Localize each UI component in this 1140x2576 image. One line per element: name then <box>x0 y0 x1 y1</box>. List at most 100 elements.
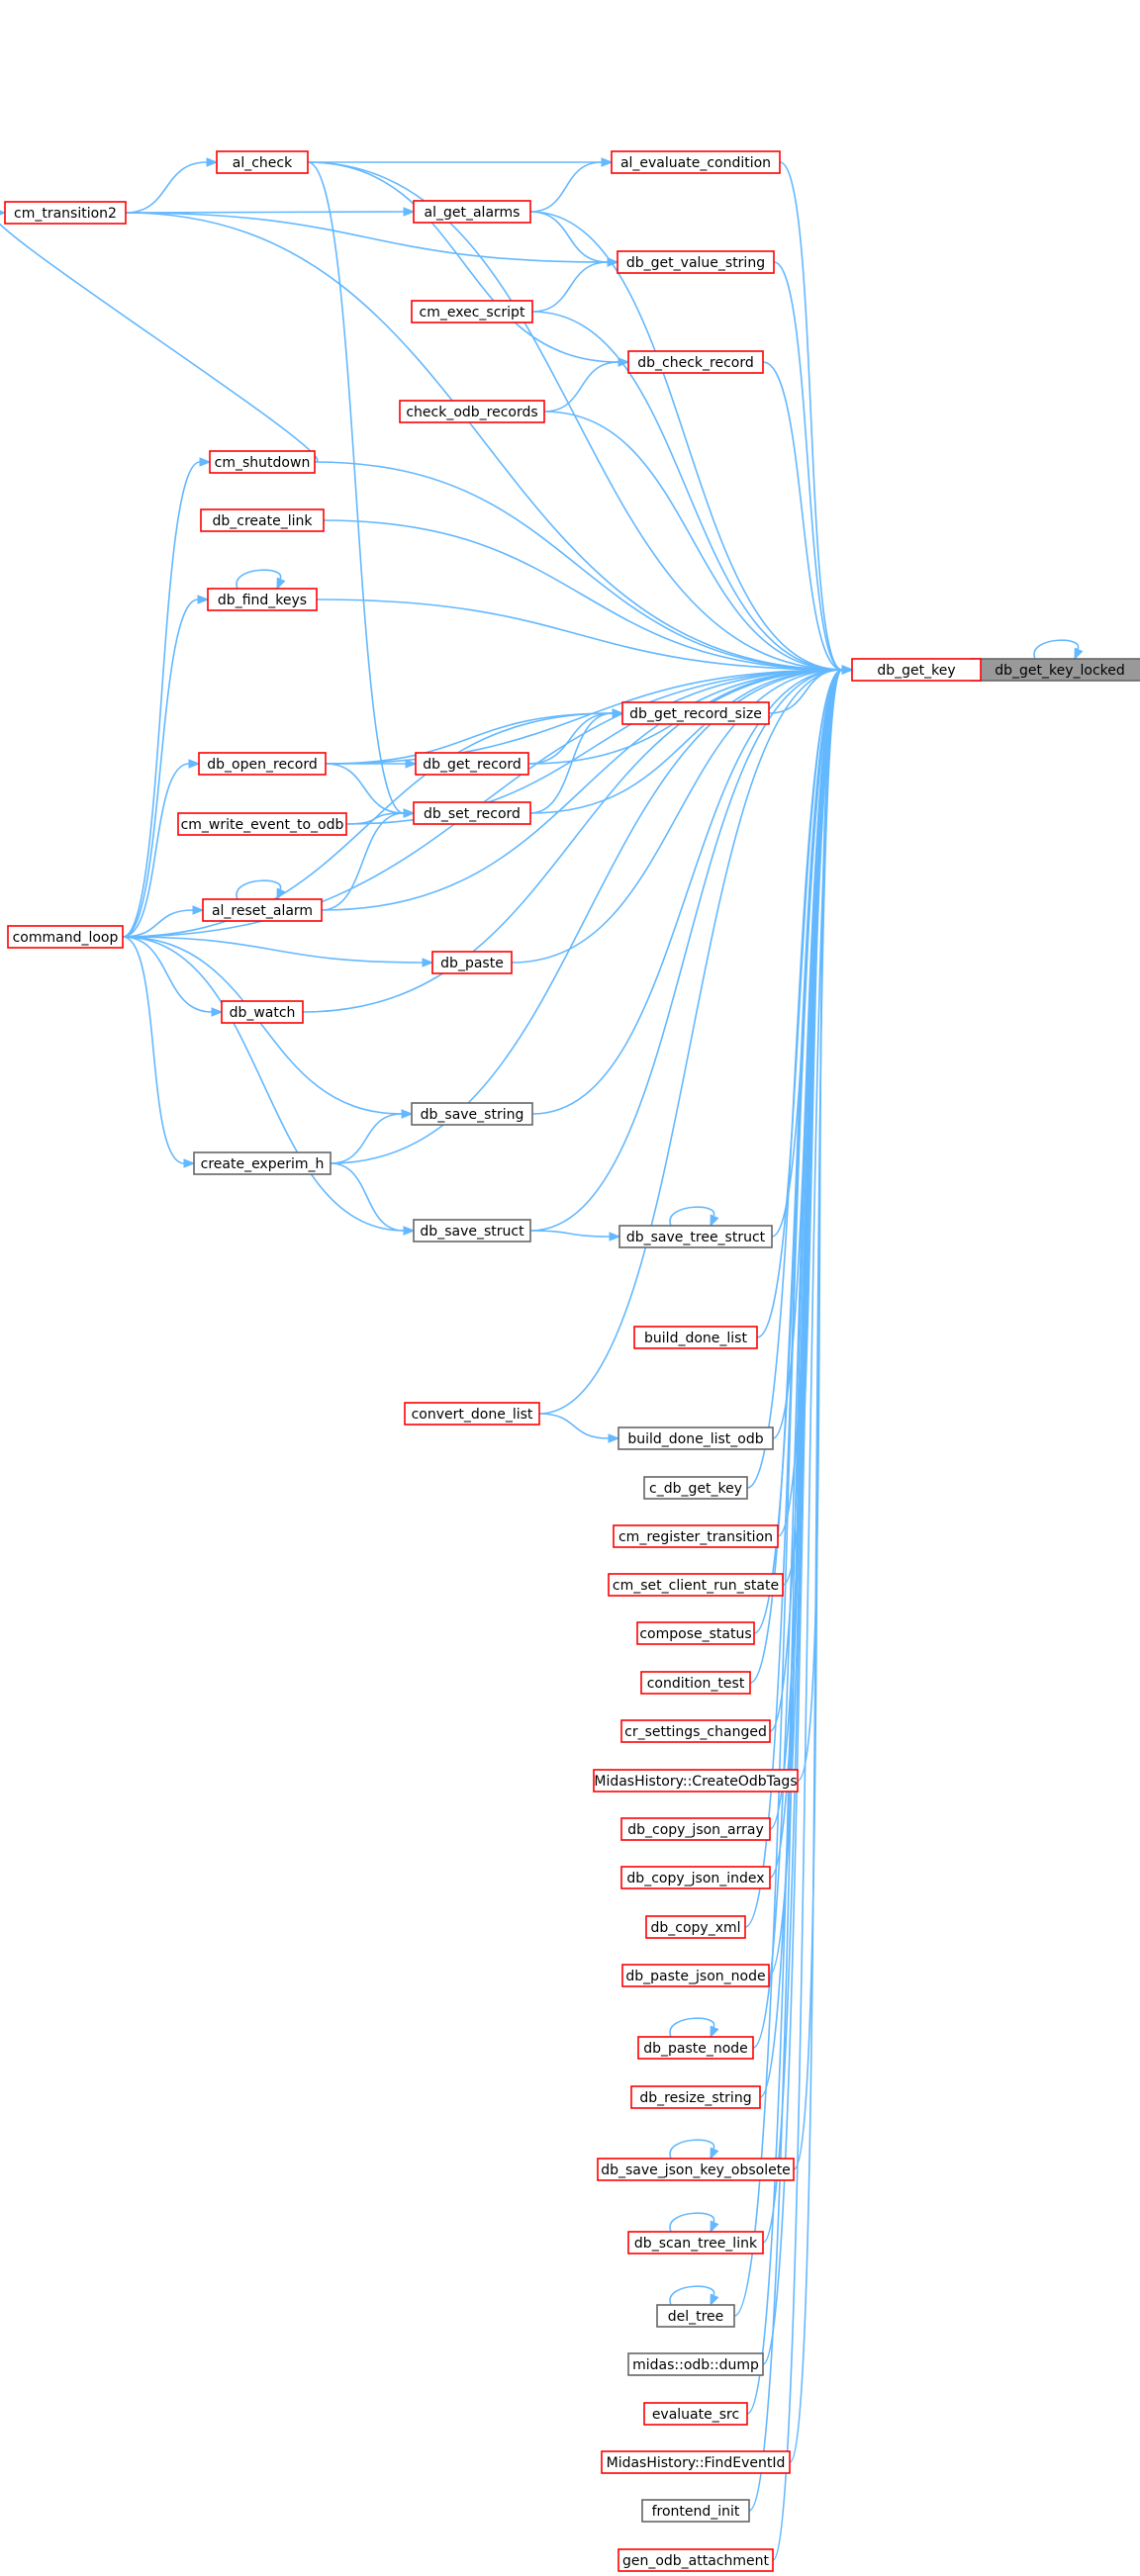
node-db_set_record[interactable]: db_set_record <box>413 801 531 825</box>
node-box[interactable] <box>221 1000 304 1024</box>
node-box[interactable] <box>601 2450 791 2474</box>
node-box[interactable] <box>7 925 124 949</box>
node-box[interactable] <box>627 350 764 374</box>
node-create_experim_h[interactable]: create_experim_h <box>193 1151 332 1175</box>
node-box[interactable] <box>621 701 770 725</box>
node-db_copy_xml[interactable]: db_copy_xml <box>645 1915 746 1939</box>
node-box[interactable] <box>415 752 529 776</box>
node-build_done_list[interactable]: build_done_list <box>633 1326 758 1349</box>
node-box[interactable] <box>399 400 545 423</box>
node-condition_test[interactable]: condition_test <box>640 1671 751 1695</box>
node-box[interactable] <box>618 1225 773 1248</box>
node-cm_set_client_run_state[interactable]: cm_set_client_run_state <box>608 1573 784 1597</box>
node-al_reset_alarm[interactable]: al_reset_alarm <box>202 898 323 922</box>
node-box[interactable] <box>207 588 318 611</box>
node-box[interactable] <box>645 1915 746 1939</box>
node-cm_transition2[interactable]: cm_transition2 <box>4 201 127 225</box>
node-al_check[interactable]: al_check <box>216 150 309 174</box>
node-db_paste_json_node[interactable]: db_paste_json_node <box>621 1964 770 1987</box>
node-cm_register_transition[interactable]: cm_register_transition <box>613 1524 779 1548</box>
node-box[interactable] <box>618 1426 774 1450</box>
node-db_get_key[interactable]: db_get_key <box>851 658 982 682</box>
node-db_get_record[interactable]: db_get_record <box>415 752 529 776</box>
node-box[interactable] <box>620 1866 771 1889</box>
node-box[interactable] <box>209 450 316 474</box>
node-box[interactable] <box>608 1573 784 1597</box>
node-db_save_json_key_obsolete[interactable]: db_save_json_key_obsolete <box>597 2158 795 2181</box>
node-db_save_struct[interactable]: db_save_struct <box>413 1219 531 1242</box>
node-box[interactable] <box>431 951 513 974</box>
node-box[interactable] <box>636 1621 755 1645</box>
node-db_get_key_locked[interactable]: db_get_key_locked <box>970 658 1140 682</box>
node-box[interactable] <box>620 1719 771 1743</box>
node-box[interactable] <box>641 2499 750 2523</box>
node-db_save_string[interactable]: db_save_string <box>411 1102 533 1126</box>
node-db_copy_json_array[interactable]: db_copy_json_array <box>620 1817 771 1841</box>
node-label: command_loop <box>13 930 119 946</box>
node-command_loop[interactable]: command_loop <box>7 925 124 949</box>
node-db_paste[interactable]: db_paste <box>431 951 513 974</box>
node-db_open_record[interactable]: db_open_record <box>198 752 327 776</box>
node-box[interactable] <box>216 150 309 174</box>
node-box[interactable] <box>413 200 531 224</box>
node-cm_write_event_to_odb[interactable]: cm_write_event_to_odb <box>177 812 347 836</box>
node-box[interactable] <box>640 1671 751 1695</box>
node-db_save_tree_struct[interactable]: db_save_tree_struct <box>618 1225 773 1248</box>
node-check_odb_records[interactable]: check_odb_records <box>399 400 545 423</box>
node-box[interactable] <box>177 812 347 836</box>
node-compose_status[interactable]: compose_status <box>636 1621 755 1645</box>
node-MidasHistory_CreateOdbTags[interactable]: MidasHistory::CreateOdbTags <box>593 1769 799 1793</box>
node-evaluate_src[interactable]: evaluate_src <box>643 2402 748 2426</box>
node-box[interactable] <box>613 1524 779 1548</box>
node-box[interactable] <box>411 300 533 323</box>
node-cr_settings_changed[interactable]: cr_settings_changed <box>620 1719 771 1743</box>
node-del_tree[interactable]: del_tree <box>656 2304 735 2328</box>
node-box[interactable] <box>202 898 323 922</box>
node-box[interactable] <box>637 2036 754 2060</box>
node-al_evaluate_condition[interactable]: al_evaluate_condition <box>611 150 781 174</box>
node-midas_odb_dump[interactable]: midas::odb::dump <box>627 2352 764 2376</box>
node-box[interactable] <box>597 2158 795 2181</box>
node-db_resize_string[interactable]: db_resize_string <box>630 2085 761 2109</box>
node-box[interactable] <box>413 801 531 825</box>
node-box[interactable] <box>193 1151 332 1175</box>
node-db_watch[interactable]: db_watch <box>221 1000 304 1024</box>
node-box[interactable] <box>411 1102 533 1126</box>
node-frontend_init[interactable]: frontend_init <box>641 2499 750 2523</box>
node-box[interactable] <box>633 1326 758 1349</box>
node-box[interactable] <box>851 658 982 682</box>
node-box[interactable] <box>593 1769 799 1793</box>
node-db_scan_tree_link[interactable]: db_scan_tree_link <box>627 2231 764 2254</box>
node-box[interactable] <box>4 201 127 225</box>
node-box[interactable] <box>200 508 325 532</box>
node-db_check_record[interactable]: db_check_record <box>627 350 764 374</box>
node-cm_shutdown[interactable]: cm_shutdown <box>209 450 316 474</box>
node-db_paste_node[interactable]: db_paste_node <box>637 2036 754 2060</box>
node-box[interactable] <box>627 2352 764 2376</box>
node-db_find_keys[interactable]: db_find_keys <box>207 588 318 611</box>
node-box[interactable] <box>618 2548 774 2572</box>
node-db_get_record_size[interactable]: db_get_record_size <box>621 701 770 725</box>
node-box[interactable] <box>404 1402 540 1426</box>
node-box[interactable] <box>643 1476 748 1500</box>
node-box[interactable] <box>630 2085 761 2109</box>
node-cm_exec_script[interactable]: cm_exec_script <box>411 300 533 323</box>
node-db_create_link[interactable]: db_create_link <box>200 508 325 532</box>
node-box[interactable] <box>413 1219 531 1242</box>
node-db_get_value_string[interactable]: db_get_value_string <box>617 250 775 274</box>
node-box[interactable] <box>656 2304 735 2328</box>
node-build_done_list_odb[interactable]: build_done_list_odb <box>618 1426 774 1450</box>
node-box[interactable] <box>643 2402 748 2426</box>
node-MidasHistory_FindEventId[interactable]: MidasHistory::FindEventId <box>601 2450 791 2474</box>
node-box[interactable] <box>198 752 327 776</box>
node-box[interactable] <box>620 1817 771 1841</box>
node-al_get_alarms[interactable]: al_get_alarms <box>413 200 531 224</box>
node-convert_done_list[interactable]: convert_done_list <box>404 1402 540 1426</box>
node-gen_odb_attachment[interactable]: gen_odb_attachment <box>618 2548 774 2572</box>
node-box[interactable] <box>617 250 775 274</box>
node-box[interactable] <box>611 150 781 174</box>
node-box[interactable] <box>627 2231 764 2254</box>
node-box[interactable] <box>621 1964 770 1987</box>
node-db_copy_json_index[interactable]: db_copy_json_index <box>620 1866 771 1889</box>
node-c_db_get_key[interactable]: c_db_get_key <box>643 1476 748 1500</box>
